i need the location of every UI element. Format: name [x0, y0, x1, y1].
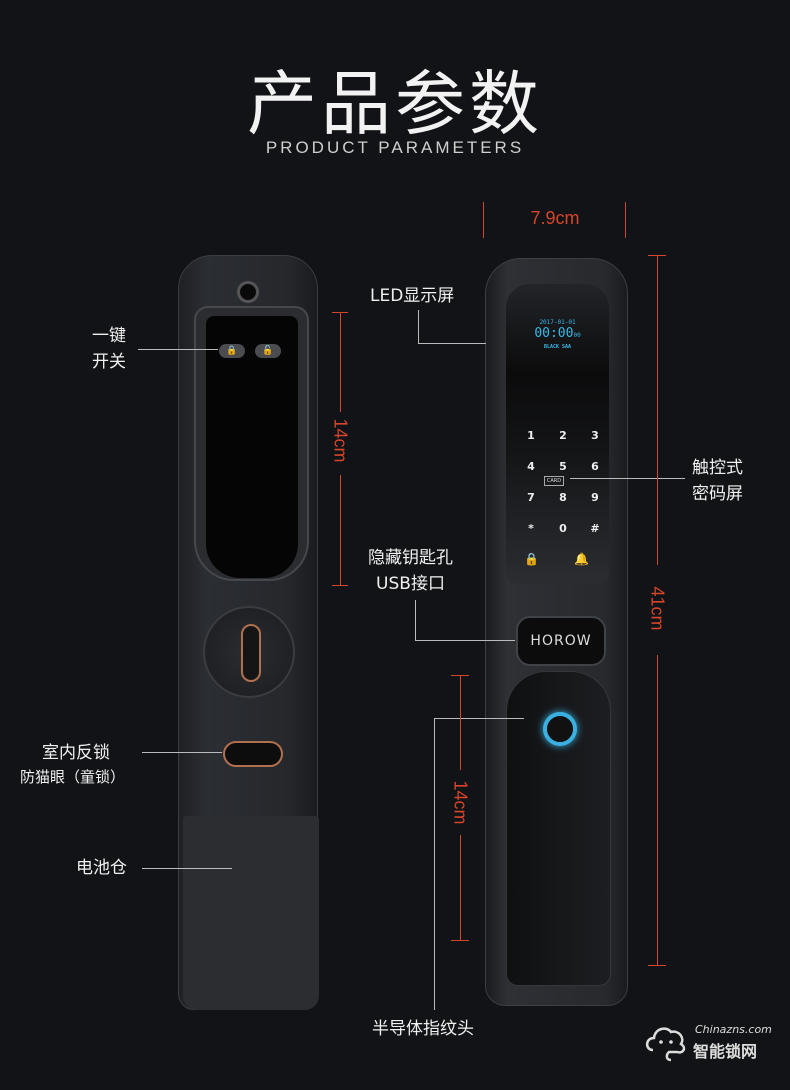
knob-turn-handle: [241, 624, 261, 682]
leader-line: [142, 752, 222, 753]
touch-panel: 2017-01-01 00:0000 BLACK SAA 1 2 3 4 5 6 7 8 9 * 0…: [506, 284, 609, 584]
display-time: 00:00: [534, 326, 574, 341]
keypad-key[interactable]: 6: [591, 460, 599, 473]
keypad-key[interactable]: 4: [527, 460, 535, 473]
indoor-lock-body: 🔒 🔓: [178, 255, 319, 1010]
keypad-key[interactable]: 9: [591, 491, 599, 504]
watermark-logo: Chinazns.com 智能锁网: [645, 1020, 785, 1065]
label-line: USB接口: [376, 574, 445, 594]
display-date: 2017-01-01: [539, 319, 576, 326]
dimension-tick: [483, 202, 484, 238]
keypad-key[interactable]: 0: [559, 522, 567, 535]
dimension-tick: [625, 202, 626, 238]
label-battery: 电池仓: [76, 858, 127, 878]
label-hidden-keyhole: 隐藏钥匙孔 USB接口: [368, 545, 453, 597]
display-brand: BLACK SAA: [543, 344, 572, 350]
peephole-icon: [237, 281, 259, 303]
label-line: 开关: [92, 352, 126, 372]
dimension-tick: [648, 255, 666, 256]
indoor-panel: [194, 306, 309, 581]
lock-button-icon: 🔒: [219, 344, 245, 358]
anti-peep-slider: [223, 741, 283, 767]
label-line: 触控式: [692, 458, 743, 478]
unlock-button-icon: 🔓: [255, 344, 281, 358]
card-reader-label: CARD: [544, 476, 564, 486]
keypad-key[interactable]: 5: [559, 460, 567, 473]
dimension-line: [460, 835, 461, 940]
leader-line: [434, 718, 435, 1010]
dimension-line: [657, 655, 658, 965]
dimension-line: [340, 475, 341, 585]
display-seconds: 00: [573, 332, 581, 339]
keypad-key[interactable]: 7: [527, 491, 535, 504]
lock-icon: 🔒: [524, 552, 539, 566]
dimension-tick: [332, 312, 348, 313]
watermark-site: Chinazns.com: [695, 1023, 772, 1036]
fingerprint-sensor-icon: [543, 712, 577, 746]
dimension-line: [657, 255, 658, 565]
outdoor-lock-body: 2017-01-01 00:0000 BLACK SAA 1 2 3 4 5 6 7 8 9 * 0…: [485, 258, 628, 1006]
battery-cover: [183, 816, 319, 1010]
led-display: 2017-01-01 00:0000 BLACK SAA: [506, 319, 609, 350]
cloud-face-icon: [645, 1027, 686, 1062]
leader-line: [418, 343, 486, 344]
brand-keyhole-cover: HOROW: [516, 616, 606, 666]
leader-line: [415, 640, 515, 641]
dimension-line: [460, 675, 461, 770]
keypad-key[interactable]: 3: [591, 429, 599, 442]
dimension-tick: [648, 965, 666, 966]
dimension-line: [340, 312, 341, 412]
label-line: 一键: [92, 326, 126, 346]
keypad-key[interactable]: 8: [559, 491, 567, 504]
label-line: 隐藏钥匙孔: [368, 548, 453, 568]
label-led: LED显示屏: [370, 286, 455, 306]
dimension-total-height: 41cm: [647, 586, 668, 631]
label-fingerprint: 半导体指纹头: [372, 1019, 474, 1039]
leader-line: [434, 718, 524, 719]
label-one-key-switch: 一键 开关: [92, 323, 126, 375]
watermark-name: 智能锁网: [693, 1042, 758, 1061]
label-line: 密码屏: [692, 484, 743, 504]
leader-line: [415, 600, 416, 640]
keypad-key[interactable]: #: [590, 522, 600, 535]
leader-line: [418, 310, 419, 343]
leader-line: [142, 868, 232, 869]
dimension-width: 7.9cm: [530, 208, 580, 228]
label-touch-keypad: 触控式 密码屏: [692, 455, 743, 507]
leader-line: [570, 478, 685, 479]
indoor-panel-glass: [206, 316, 298, 578]
label-anti-peep: 防猫眼（童锁）: [20, 768, 126, 786]
leader-line: [138, 349, 218, 350]
doorbell-icon: 🔔: [574, 552, 589, 566]
keypad-key[interactable]: 1: [527, 429, 535, 442]
indoor-knob: [203, 606, 295, 698]
dimension-tick: [451, 675, 469, 676]
dimension-tick: [451, 940, 469, 941]
dimension-tick: [332, 585, 348, 586]
page-title: 产品参数: [247, 63, 543, 145]
dimension-handle-height: 14cm: [450, 780, 471, 825]
keypad-key[interactable]: 2: [559, 429, 567, 442]
handle: [506, 671, 611, 986]
keypad-key[interactable]: *: [528, 522, 534, 535]
dimension-left-height: 14cm: [330, 418, 351, 463]
page-subtitle: PRODUCT PARAMETERS: [265, 138, 525, 157]
label-indoor-lock: 室内反锁: [42, 743, 110, 763]
